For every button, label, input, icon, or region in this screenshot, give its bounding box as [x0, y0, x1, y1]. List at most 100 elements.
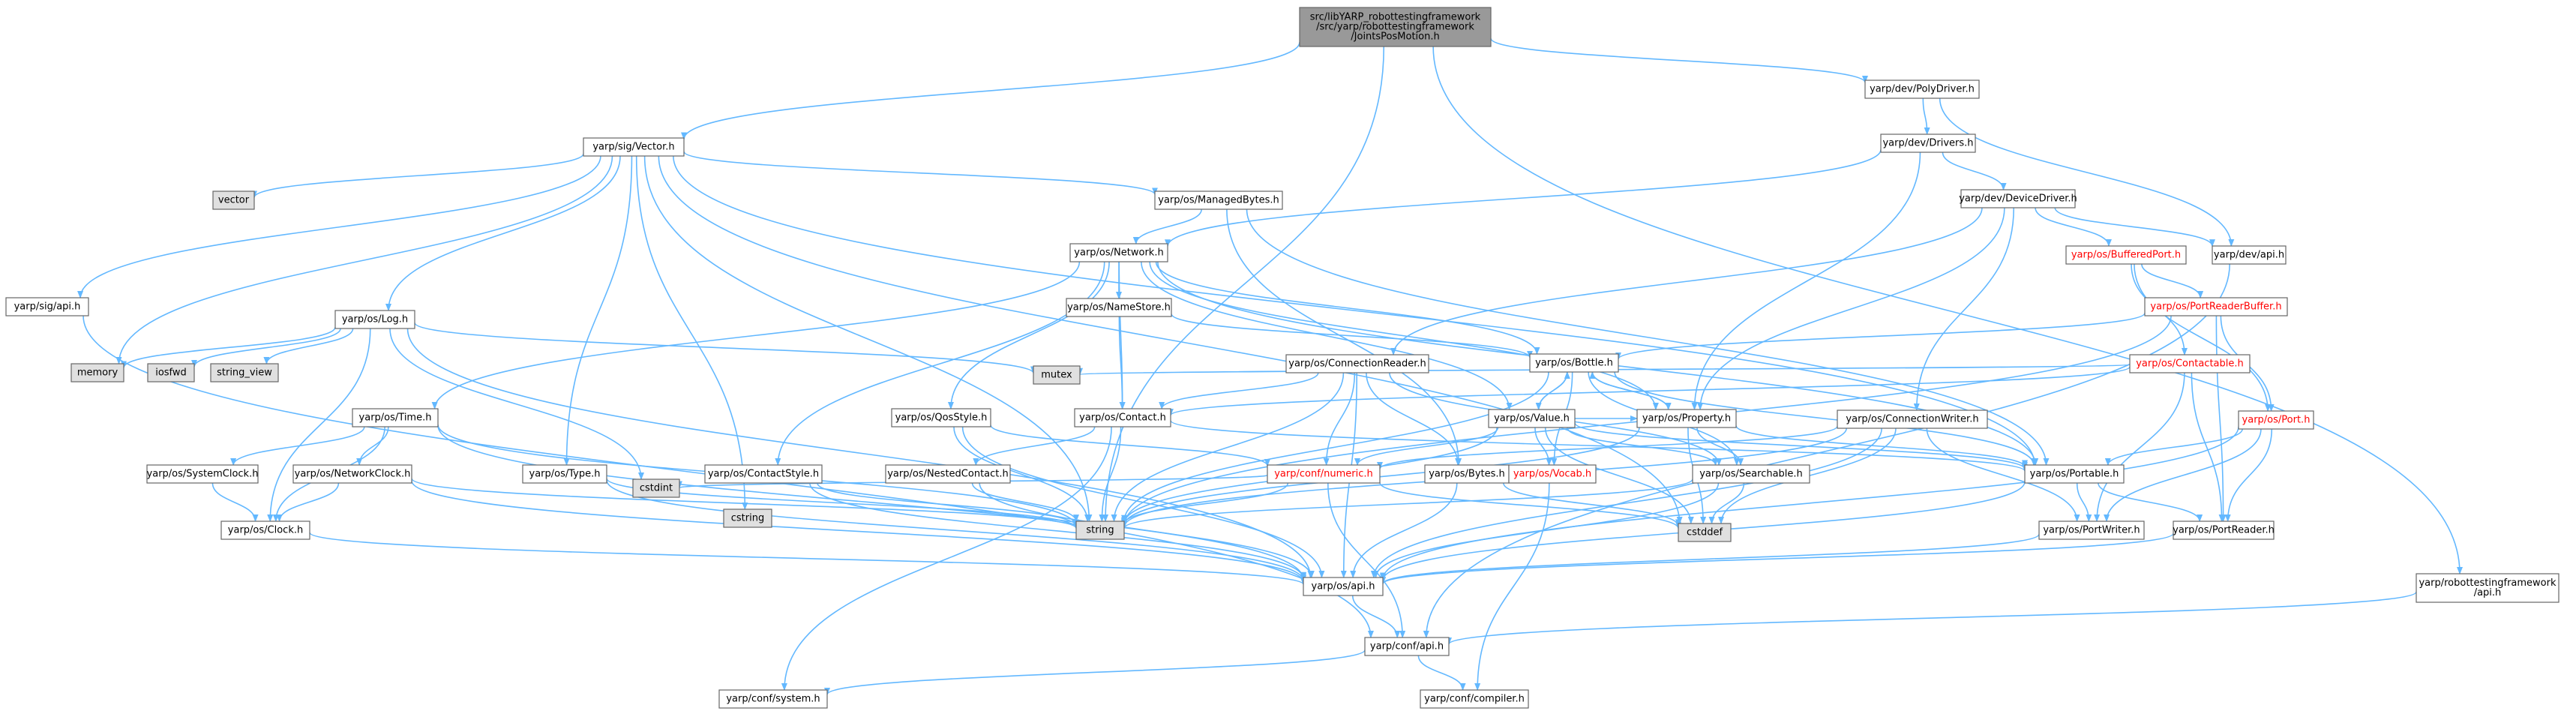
node-clock[interactable]: yarp/os/Clock.h — [220, 520, 310, 540]
edge-root-to-string — [1102, 46, 1385, 522]
node-label: /src/yarp/robottestingframework — [1316, 22, 1474, 33]
node-rtf_api[interactable]: yarp/robottestingframework/api.h — [2416, 573, 2560, 603]
edge-os_api-to-conf_api — [1351, 595, 1401, 638]
node-os_api[interactable]: yarp/os/api.h — [1303, 577, 1384, 596]
edge-contact-to-portable — [1170, 420, 2028, 472]
edge-root-to-polydriver — [1490, 38, 1868, 84]
node-label: string_view — [217, 368, 272, 379]
node-label: yarp/conf/numeric.h — [1274, 469, 1373, 480]
node-conf_api[interactable]: yarp/conf/api.h — [1364, 637, 1450, 656]
edge-property-to-portable — [1735, 425, 2028, 468]
node-network[interactable]: yarp/os/Network.h — [1069, 243, 1168, 262]
node-contactstyle[interactable]: yarp/os/ContactStyle.h — [704, 464, 823, 484]
edge-value-to-portable — [1574, 422, 2028, 470]
node-drivers[interactable]: yarp/dev/Drivers.h — [1880, 134, 1976, 153]
node-label: yarp/conf/compiler.h — [1424, 694, 1525, 705]
node-bottle[interactable]: yarp/os/Bottle.h — [1529, 353, 1619, 373]
node-mutex[interactable]: mutex — [1033, 365, 1081, 385]
edge-connectionreader-to-bytes — [1366, 372, 1462, 466]
node-portreaderbuffer[interactable]: yarp/os/PortReaderBuffer.h — [2144, 297, 2288, 316]
node-namestore[interactable]: yarp/os/NameStore.h — [1066, 298, 1172, 317]
node-label: yarp/os/QosStyle.h — [895, 412, 988, 424]
edge-portable-to-portwriter — [2076, 482, 2092, 522]
node-label: yarp/os/Port.h — [2242, 415, 2311, 426]
node-contact[interactable]: yarp/os/Contact.h — [1074, 408, 1171, 428]
node-portreader[interactable]: yarp/os/PortReader.h — [2173, 520, 2275, 540]
node-managedbytes[interactable]: yarp/os/ManagedBytes.h — [1154, 190, 1283, 210]
node-vector[interactable]: yarp/sig/Vector.h — [583, 137, 685, 157]
node-connectionreader[interactable]: yarp/os/ConnectionReader.h — [1285, 354, 1429, 374]
node-cstdint[interactable]: cstdint — [632, 478, 680, 498]
node-numeric[interactable]: yarp/conf/numeric.h — [1267, 464, 1381, 484]
node-cstring[interactable]: cstring — [723, 508, 772, 528]
node-contactable[interactable]: yarp/os/Contactable.h — [2129, 354, 2251, 374]
node-polydriver[interactable]: yarp/dev/PolyDriver.h — [1864, 80, 1980, 99]
edge-log-to-cstdint — [389, 328, 644, 480]
edge-numeric-to-conf_api — [1327, 482, 1406, 638]
edge-contact-to-string — [1099, 426, 1122, 522]
edge-vector-to-std_vector — [251, 153, 584, 199]
node-string_view[interactable]: string_view — [210, 363, 279, 382]
node-label: yarp/dev/api.h — [2214, 250, 2284, 261]
node-label: yarp/dev/PolyDriver.h — [1870, 84, 1975, 95]
node-box — [2173, 520, 2275, 540]
node-box — [2038, 520, 2145, 540]
node-string[interactable]: string — [1075, 520, 1125, 540]
node-memory[interactable]: memory — [70, 363, 124, 382]
node-cstddef[interactable]: cstddef — [1678, 523, 1732, 542]
node-label: iosfwd — [155, 368, 187, 379]
edge-managedbytes-to-bytes — [1226, 208, 1462, 466]
node-devicedriver[interactable]: yarp/dev/DeviceDriver.h — [1959, 189, 2077, 208]
node-std_vector[interactable]: vector — [212, 190, 255, 210]
edge-devicedriver-to-connectionwriter — [1913, 207, 2015, 411]
edge-portreaderbuffer-to-bottle — [1615, 312, 2146, 360]
node-label: /JointsPosMotion.h — [1351, 32, 1439, 43]
node-networkclock[interactable]: yarp/os/NetworkClock.h — [292, 464, 412, 484]
node-dev_api[interactable]: yarp/dev/api.h — [2212, 245, 2287, 265]
edge-vector-to-type — [563, 155, 633, 466]
edge-devicedriver-to-property — [1697, 207, 2005, 410]
node-vocab[interactable]: yarp/os/Vocab.h — [1508, 464, 1597, 484]
edge-portable-to-portreader — [2098, 482, 2203, 522]
node-port[interactable]: yarp/os/Port.h — [2238, 410, 2314, 430]
edge-portwriter-to-os_api — [1380, 533, 2040, 585]
node-systemclock[interactable]: yarp/os/SystemClock.h — [146, 464, 259, 484]
edge-rtf_api-to-conf_api — [1446, 591, 2417, 645]
node-conf_compiler[interactable]: yarp/conf/compiler.h — [1420, 689, 1529, 709]
node-portable[interactable]: yarp/os/Portable.h — [2024, 464, 2125, 484]
edge-property-to-bottle — [1589, 371, 1669, 410]
edge-portreader-to-os_api — [1380, 532, 2174, 585]
node-time[interactable]: yarp/os/Time.h — [352, 408, 439, 428]
node-connectionwriter[interactable]: yarp/os/ConnectionWriter.h — [1837, 410, 1988, 429]
node-bytes[interactable]: yarp/os/Bytes.h — [1424, 464, 1510, 484]
node-label: yarp/conf/api.h — [1370, 641, 1444, 652]
node-root[interactable]: src/libYARP_robottestingframework/src/ya… — [1299, 7, 1492, 47]
node-box — [1864, 80, 1980, 99]
node-searchable[interactable]: yarp/os/Searchable.h — [1692, 464, 1810, 484]
node-label: yarp/os/PortReaderBuffer.h — [2150, 302, 2281, 313]
node-sig_api[interactable]: yarp/sig/api.h — [5, 297, 89, 316]
node-box — [1299, 7, 1492, 47]
node-nestedcontact[interactable]: yarp/os/NestedContact.h — [885, 464, 1011, 484]
edge-portreaderbuffer-to-portreader — [2215, 315, 2227, 522]
node-iosfwd[interactable]: iosfwd — [147, 363, 195, 382]
node-label: yarp/os/NetworkClock.h — [295, 469, 411, 480]
node-label: vector — [218, 195, 250, 206]
node-box — [1678, 523, 1732, 542]
node-conf_system[interactable]: yarp/conf/system.h — [718, 689, 828, 709]
node-log[interactable]: yarp/os/Log.h — [334, 310, 415, 329]
node-label: yarp/os/Network.h — [1074, 248, 1163, 259]
node-label: yarp/os/Time.h — [359, 412, 432, 424]
node-box — [147, 363, 195, 382]
node-value[interactable]: yarp/os/Value.h — [1488, 409, 1576, 428]
node-portwriter[interactable]: yarp/os/PortWriter.h — [2038, 520, 2145, 540]
node-bufferedport[interactable]: yarp/os/BufferedPort.h — [2065, 245, 2187, 265]
edge-value-to-numeric — [1354, 427, 1499, 466]
header-file-nodes: src/libYARP_robottestingframework/src/ya… — [5, 7, 2560, 709]
edge-namestore-to-bottle — [1171, 314, 1533, 358]
node-type[interactable]: yarp/os/Type.h — [522, 464, 607, 484]
edge-searchable-to-string — [1121, 478, 1693, 530]
node-qosstyle[interactable]: yarp/os/QosStyle.h — [891, 408, 991, 428]
node-property[interactable]: yarp/os/Property.h — [1636, 409, 1737, 428]
node-box — [583, 137, 685, 157]
